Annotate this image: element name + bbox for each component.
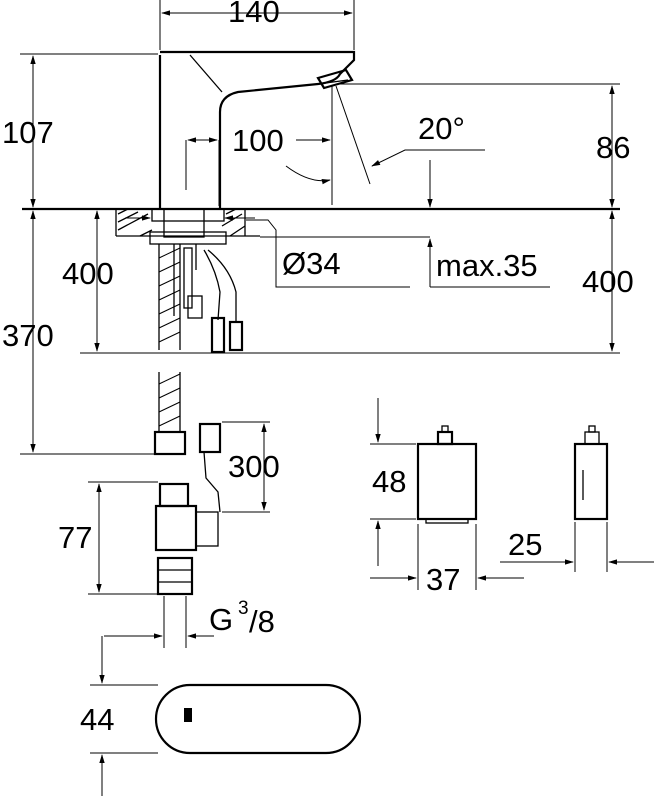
dim-max-thickness: max.35 — [436, 248, 538, 283]
spout-aerator — [316, 68, 354, 90]
faucet-body — [158, 50, 356, 208]
battery-front — [416, 425, 478, 524]
dimension-lines — [20, 0, 654, 796]
mounting-assembly — [149, 208, 244, 354]
solenoid-valve — [154, 422, 222, 596]
countertop — [22, 207, 620, 354]
dim-battery-width: 37 — [426, 562, 460, 597]
dim-valve-height: 77 — [58, 520, 92, 555]
sensor-top-view — [154, 683, 362, 755]
dim-height-outlet: 86 — [596, 130, 630, 165]
spray-angle-lines — [331, 85, 371, 205]
dim-height-spout: 107 — [2, 115, 54, 150]
battery-side — [573, 425, 609, 521]
dim-battery-height: 48 — [372, 464, 406, 499]
dim-battery-depth: 25 — [508, 527, 542, 562]
dim-hose-length: 370 — [2, 318, 54, 353]
dim-cable-length: 300 — [228, 449, 280, 484]
dim-depth-right: 400 — [582, 264, 634, 299]
dim-thread-num: 3 — [238, 598, 249, 619]
dim-reach: 100 — [232, 123, 284, 158]
dim-width-top: 140 — [228, 0, 280, 29]
hose — [153, 244, 187, 456]
dim-thread-den: /8 — [249, 604, 275, 639]
dim-sensor-width: 44 — [80, 702, 114, 737]
dim-depth-left: 400 — [62, 256, 114, 291]
dim-hole-diameter: Ø34 — [282, 246, 341, 281]
dim-angle: 20° — [418, 111, 465, 146]
dim-thread-main: G — [209, 602, 233, 637]
